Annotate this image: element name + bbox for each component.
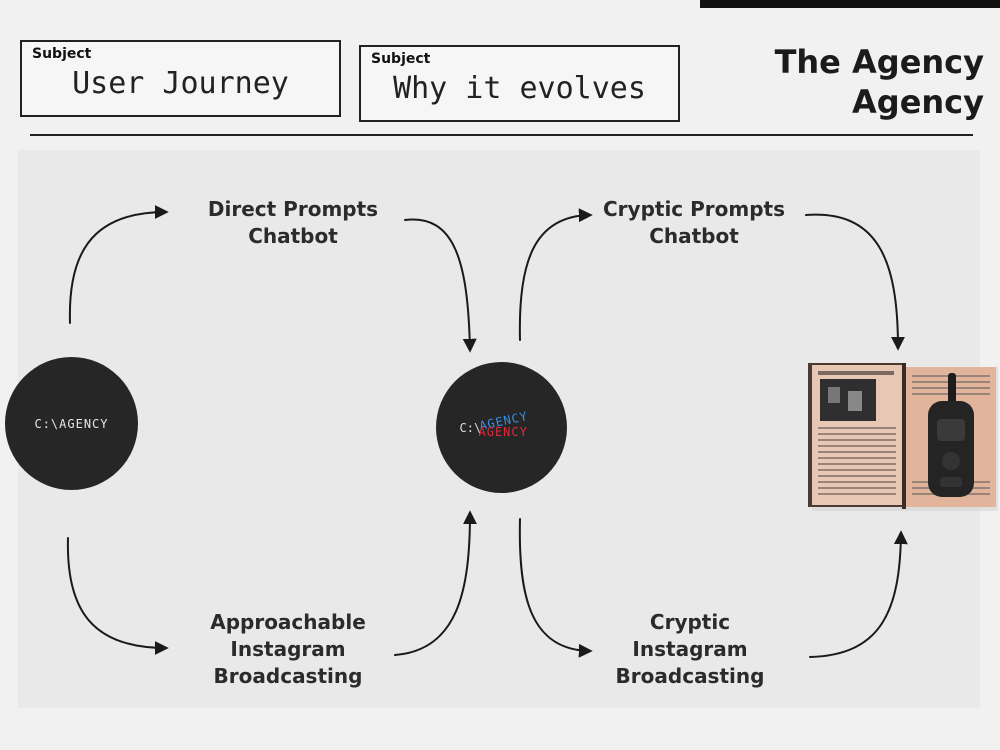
arrow-approachable-to-mid [394,510,477,656]
label-approachable-instagram: Approachable Instagram Broadcasting [210,610,366,688]
subject-label: Subject [32,46,92,62]
glitch-red-text: AGENCY [478,424,528,439]
arrow-direct-to-mid [404,218,477,353]
brand-title-line1: The Agency [774,43,984,81]
top-edge-strip [700,0,1000,8]
brand-title: The Agency Agency [775,42,984,122]
label-direct-prompts-chatbot: Direct Prompts Chatbot [207,197,379,248]
subject-value: Why it evolves [393,71,646,106]
agency-glitch-node: C:\ AGENCY AGENCY [436,362,567,493]
subject-label: Subject [371,51,431,67]
glitch-prefix-text: C:\ [459,420,482,435]
arrow-cryptic-instagram-to-end [809,530,908,658]
subject-box-why-it-evolves: Subject Why it evolves [359,45,680,122]
header-divider [30,134,973,136]
label-cryptic-instagram: Cryptic Instagram Broadcasting [615,610,765,688]
subject-value: User Journey [72,66,289,101]
brand-title-line2: Agency [852,83,984,121]
subject-box-user-journey: Subject User Journey [20,40,341,117]
arrow-start-to-direct [68,205,169,324]
arrow-mid-to-cryptic-instagram [518,518,593,658]
agency-terminal-node: C:\AGENCY [5,357,138,490]
book-walkie-talkie-image [808,363,998,511]
glitch-logo: C:\ AGENCY AGENCY [457,408,547,448]
label-cryptic-prompts-chatbot: Cryptic Prompts Chatbot [602,197,785,248]
agency-terminal-text: C:\AGENCY [34,416,109,431]
arrow-start-to-approachable [66,537,169,655]
arrow-cryptic-prompts-to-end [805,213,905,351]
arrow-mid-to-cryptic-prompts [518,208,593,341]
